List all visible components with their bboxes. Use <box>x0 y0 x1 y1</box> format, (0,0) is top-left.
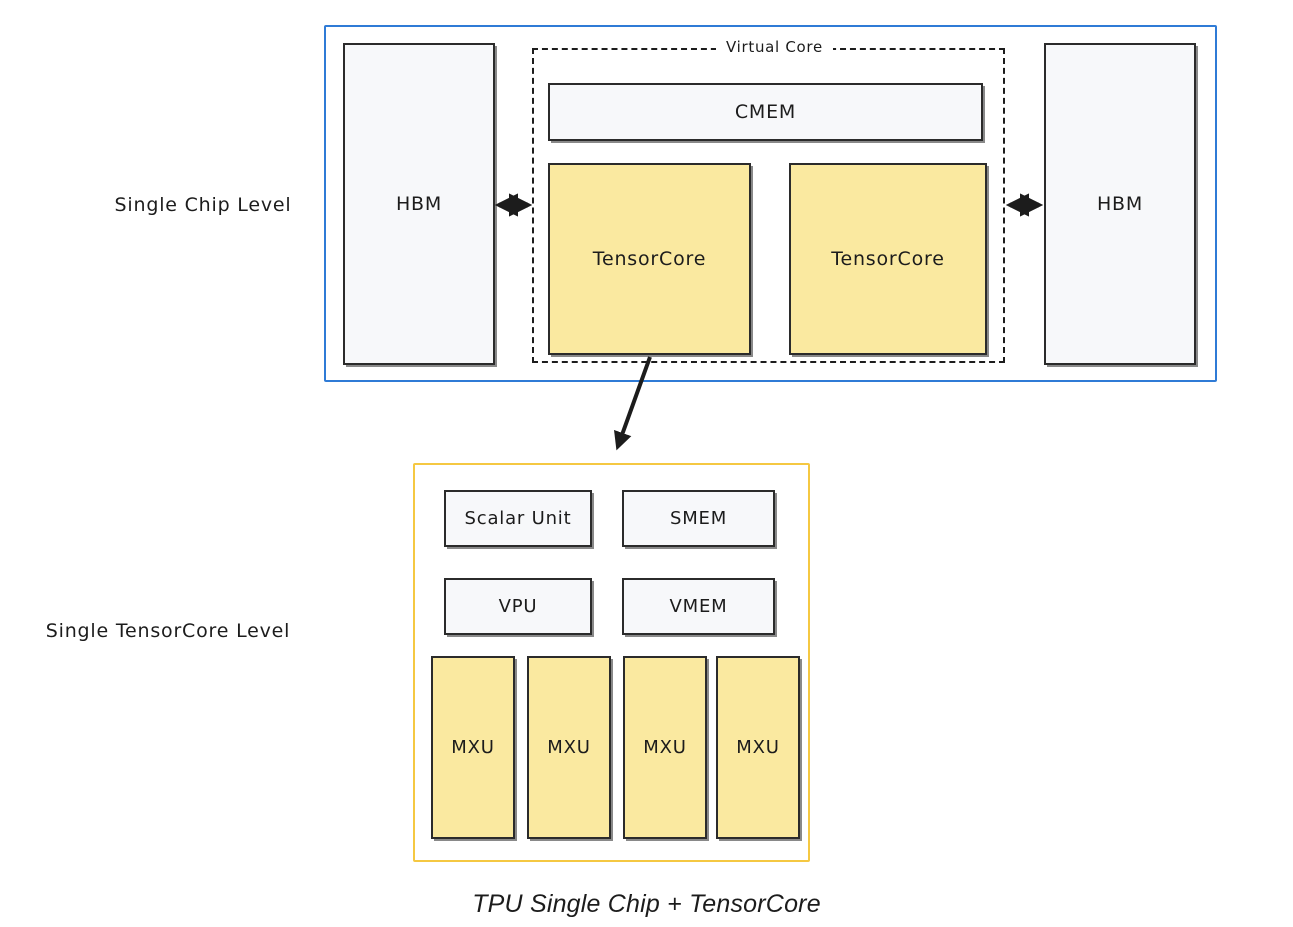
tensorcore-box-2: TensorCore <box>789 163 987 355</box>
hbm-right-label: HBM <box>1096 193 1144 215</box>
cmem-label: CMEM <box>734 101 797 123</box>
virtual-core-label: Virtual Core <box>716 40 833 55</box>
smem-label: SMEM <box>669 508 728 529</box>
mxu-box-2: MXU <box>527 656 611 839</box>
vmem-box: VMEM <box>622 578 775 635</box>
mxu-label-4: MXU <box>736 737 780 758</box>
hbm-left-label: HBM <box>395 193 443 215</box>
single-tensorcore-level-label: Single TensorCore Level <box>45 620 291 642</box>
tensorcore-label-1: TensorCore <box>592 248 707 270</box>
mxu-label-1: MXU <box>451 737 495 758</box>
mxu-label-2: MXU <box>547 737 591 758</box>
tensorcore-label-2: TensorCore <box>831 248 945 270</box>
hbm-left-box: HBM <box>343 43 495 365</box>
mxu-box-4: MXU <box>716 656 800 839</box>
mxu-label-3: MXU <box>643 737 687 758</box>
smem-box: SMEM <box>622 490 775 547</box>
figure-caption: TPU Single Chip + TensorCore <box>472 890 821 918</box>
hbm-right-box: HBM <box>1044 43 1196 365</box>
cmem-box: CMEM <box>548 83 983 141</box>
scalar-unit-box: Scalar Unit <box>444 490 592 547</box>
tensorcore-box-1: TensorCore <box>548 163 751 355</box>
single-chip-level-label: Single Chip Level <box>114 194 292 216</box>
vpu-box: VPU <box>444 578 592 635</box>
vpu-label: VPU <box>498 596 538 617</box>
mxu-box-3: MXU <box>623 656 707 839</box>
virtual-core-container: Virtual Core <box>532 40 1005 363</box>
mxu-box-1: MXU <box>431 656 515 839</box>
vmem-label: VMEM <box>669 596 728 617</box>
scalar-unit-label: Scalar Unit <box>464 508 572 529</box>
